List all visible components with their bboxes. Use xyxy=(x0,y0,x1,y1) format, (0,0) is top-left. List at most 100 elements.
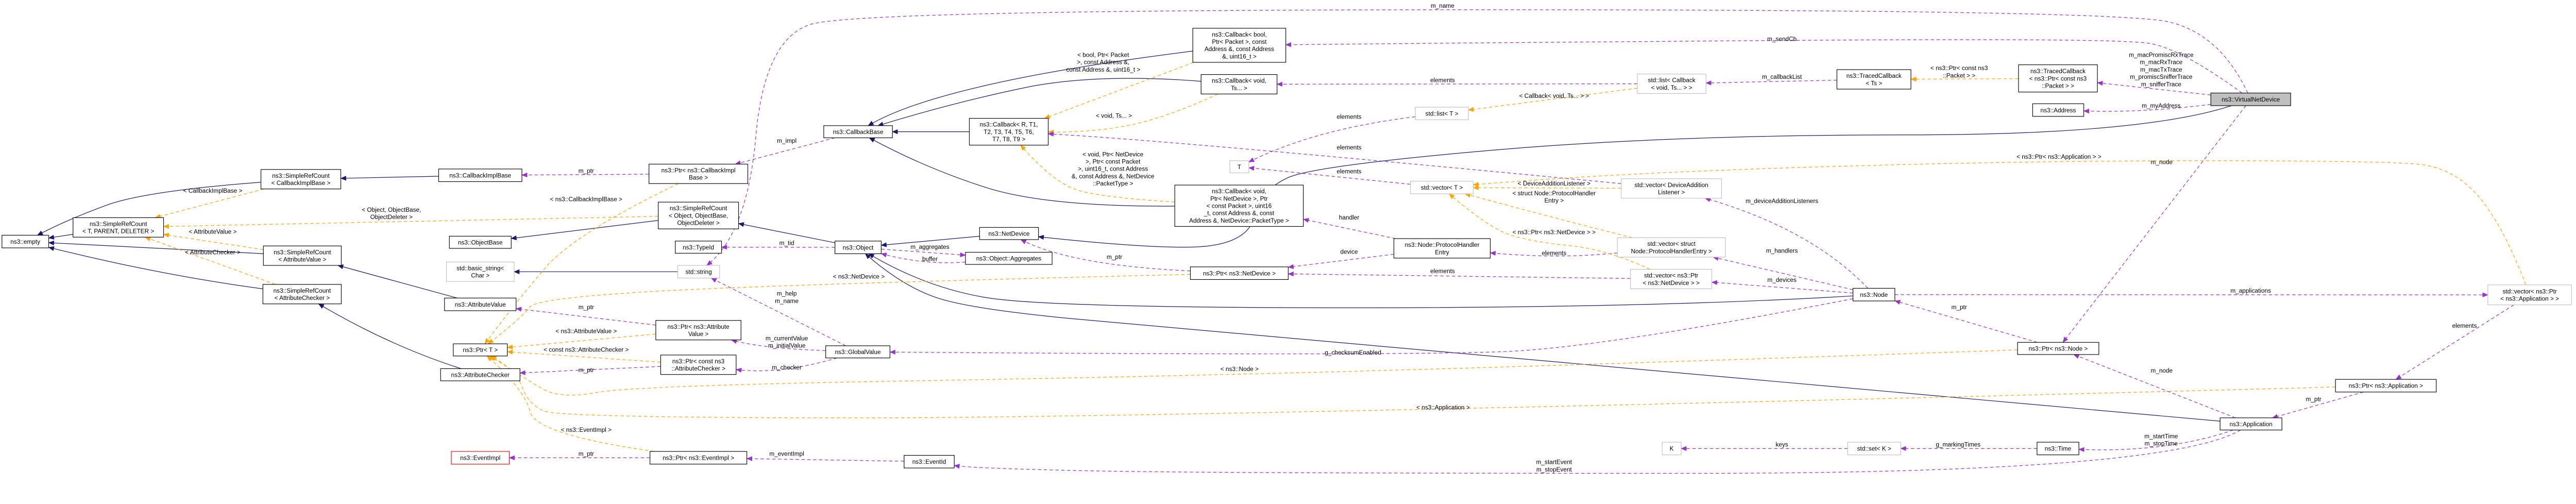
edge-label: < ns3::Ptr< const ns3 xyxy=(1930,64,1988,72)
class-node-typeid[interactable]: ns3::TypeId xyxy=(675,241,722,254)
class-node-phe[interactable]: ns3::Node::ProtocolHandlerEntry xyxy=(1393,238,1491,259)
node-label: std::vector< ns3::Ptr xyxy=(1644,272,1698,279)
class-node-netdevice[interactable]: ns3::NetDevice xyxy=(979,227,1039,240)
class-node-ptr-ei[interactable]: ns3::Ptr< ns3::EventImpl > xyxy=(649,451,748,465)
edge-label: device xyxy=(1341,248,1359,255)
node-box xyxy=(73,217,164,238)
edge-label: < AttributeChecker > xyxy=(185,248,241,256)
edge-label: elements xyxy=(1337,113,1362,121)
edge-label: m_sendCb xyxy=(1767,35,1797,42)
class-node-cb-void-nd[interactable]: ns3::Callback< void,Ptr< NetDevice >, Pt… xyxy=(1174,184,1304,227)
node-box xyxy=(1637,74,1706,94)
class-node-ptr-nd[interactable]: ns3::Ptr< ns3::NetDevice > xyxy=(1190,266,1289,280)
edge-label: keys xyxy=(1776,441,1788,448)
class-node-src-ac[interactable]: ns3::SimpleRefCount< AttributeChecker > xyxy=(262,284,342,305)
class-node-vec-pnd[interactable]: std::vector< ns3::Ptr< ns3::NetDevice > … xyxy=(1630,269,1713,289)
node-box xyxy=(1393,238,1491,259)
class-node-src-obj[interactable]: ns3::SimpleRefCount< Object, ObjectBase,… xyxy=(658,201,739,229)
class-node-eventimpl[interactable]: ns3::EventImpl xyxy=(451,451,510,465)
edge-label: m_ptr xyxy=(1952,304,1967,311)
class-node-ptr-node[interactable]: ns3::Ptr< ns3::Node > xyxy=(2017,342,2099,355)
node-box xyxy=(1621,178,1722,199)
class-node-ac[interactable]: ns3::AttributeChecker xyxy=(440,368,520,381)
usage-edge-vnd-to-ptr_node xyxy=(2062,105,2246,343)
edge-label: m_impl xyxy=(777,137,796,144)
class-node-empty[interactable]: ns3::empty xyxy=(2,234,49,248)
usage-edge-phe-to-ptr_nd xyxy=(1287,254,1394,269)
node-label: ns3::Ptr< ns3::Attribute xyxy=(667,323,730,330)
class-node-basic-string[interactable]: std::basic_string<Char > xyxy=(446,261,515,282)
node-label: < AttributeChecker > xyxy=(275,294,330,301)
class-node-cbbase[interactable]: ns3::CallbackBase xyxy=(823,125,893,139)
node-label: ns3::Ptr< ns3::Node > xyxy=(2029,345,2088,352)
class-node-av[interactable]: ns3::AttributeValue xyxy=(444,297,517,311)
class-node-address[interactable]: ns3::Address xyxy=(2032,103,2084,117)
class-node-ptr-app[interactable]: ns3::Ptr< ns3::Application > xyxy=(2335,379,2437,393)
class-node-cb-bool[interactable]: ns3::Callback< bool,Ptr< Packet >, const… xyxy=(1192,28,1286,63)
node-box xyxy=(660,355,737,375)
node-box xyxy=(825,345,891,359)
class-node-cib[interactable]: ns3::CallbackImplBase xyxy=(438,169,522,182)
node-box xyxy=(1847,442,1901,456)
class-node-vector-t[interactable]: std::vector< T > xyxy=(1410,180,1474,194)
node-box xyxy=(649,451,748,465)
class-node-vec-phe[interactable]: std::vector< structNode::ProtocolHandler… xyxy=(1617,237,1726,258)
node-label: Char > xyxy=(471,272,489,279)
node-box xyxy=(979,227,1039,240)
node-label: < Object, ObjectBase, xyxy=(669,212,728,219)
usage-edge-node-to-globalvalue xyxy=(889,298,1853,355)
node-label: ns3::NetDevice xyxy=(988,230,1029,237)
edge-labels-layer: < CallbackImplBase >< Object, ObjectBase… xyxy=(183,2,2477,473)
edge-label: < ns3::Ptr< ns3::Application > > xyxy=(2016,153,2102,160)
class-node-aggregates[interactable]: ns3::Object::Aggregates xyxy=(965,251,1053,265)
class-node-src-tpd[interactable]: ns3::SimpleRefCount< T, PARENT, DELETER … xyxy=(73,217,164,238)
class-node-time[interactable]: ns3::Time xyxy=(2037,442,2079,456)
node-box xyxy=(2,234,49,248)
class-node-string[interactable]: std::string xyxy=(677,265,720,279)
node-label: Value > xyxy=(688,330,709,338)
class-node-ptr-av[interactable]: ns3::Ptr< ns3::AttributeValue > xyxy=(655,320,741,341)
node-label: Address &, const Address xyxy=(1205,45,1274,53)
node-box xyxy=(1410,180,1474,194)
class-node-src-cib[interactable]: ns3::SimpleRefCount< CallbackImplBase > xyxy=(260,169,342,190)
class-node-node[interactable]: ns3::Node xyxy=(1853,288,1895,301)
class-node-ptr-t[interactable]: ns3::Ptr< T > xyxy=(453,343,508,357)
edge-label: < const ns3::AttributeChecker > xyxy=(544,346,629,353)
class-node-eventid[interactable]: ns3::EventId xyxy=(904,455,955,468)
node-box xyxy=(969,118,1049,146)
class-node-ptr-ac[interactable]: ns3::Ptr< const ns3::AttributeChecker > xyxy=(660,355,737,375)
class-node-K[interactable]: K xyxy=(1662,442,1682,456)
node-box xyxy=(1662,442,1682,456)
class-node-set-k[interactable]: std::set< K > xyxy=(1847,442,1901,456)
node-label: < T, PARENT, DELETER > xyxy=(82,228,154,235)
class-node-vec-dal[interactable]: std::vector< DeviceAdditionListener > xyxy=(1621,178,1722,199)
class-node-ptr-cib[interactable]: ns3::Ptr< ns3::CallbackImplBase > xyxy=(649,163,749,184)
class-node-traced-ts[interactable]: ns3::TracedCallback< Ts > xyxy=(1836,69,1911,90)
class-node-cb-void-ts[interactable]: ns3::Callback< void,Ts... > xyxy=(1200,74,1278,94)
edge-label: < ns3::NetDevice > xyxy=(833,273,885,280)
class-node-list-t[interactable]: std::list< T > xyxy=(1415,107,1469,121)
node-label: ns3::SimpleRefCount xyxy=(274,248,331,256)
node-label: ns3::Callback< void, xyxy=(1212,188,1266,195)
class-node-application[interactable]: ns3::Application xyxy=(2219,417,2282,430)
class-node-T[interactable]: T xyxy=(1229,160,1249,174)
edge-label: < ns3::EventImpl > xyxy=(561,426,612,433)
node-box xyxy=(449,236,512,249)
class-node-vec-app[interactable]: std::vector< ns3::Ptr< ns3::Application … xyxy=(2487,284,2572,306)
usage-edge-node-to-vec_pnd xyxy=(1711,280,1853,294)
class-node-object[interactable]: ns3::Object xyxy=(835,241,882,254)
class-node-list-cb[interactable]: std::list< Callback< void, Ts... > > xyxy=(1637,74,1706,94)
usage-edge-list_t-to-T xyxy=(1248,116,1416,162)
class-node-objbase[interactable]: ns3::ObjectBase xyxy=(449,236,512,249)
class-node-globalvalue[interactable]: ns3::GlobalValue xyxy=(825,345,891,359)
template-edge-cb_bool-to-cb_r xyxy=(1044,62,1194,119)
node-box xyxy=(835,241,882,254)
edge-label: m_name xyxy=(1431,2,1454,9)
usage-edge-phe-to-cb_void_nd xyxy=(1302,217,1396,239)
class-node-src-av[interactable]: ns3::SimpleRefCount< AttributeValue > xyxy=(263,245,342,266)
class-node-traced-pkt[interactable]: ns3::TracedCallback< ns3::Ptr< const ns3… xyxy=(2018,64,2098,93)
node-label: ns3::empty xyxy=(10,238,40,245)
edge-label: m_aggregates xyxy=(910,243,950,250)
class-node-cb-r[interactable]: ns3::Callback< R, T1,T2, T3, T4, T5, T6,… xyxy=(969,118,1049,146)
class-node-vnd[interactable]: ns3::VirtualNetDevice xyxy=(2210,92,2291,106)
